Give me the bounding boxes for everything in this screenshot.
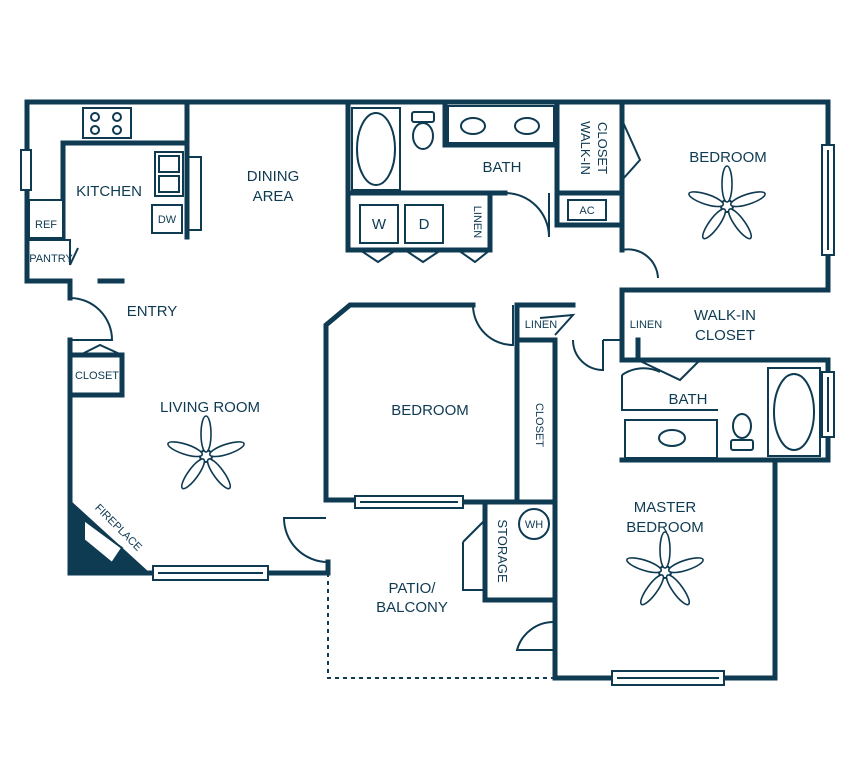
fixtures: [28, 105, 821, 679]
patio-label-line1: PATIO/: [389, 580, 437, 597]
master-bath-label: BATH: [669, 391, 708, 408]
washer-label: W: [372, 216, 387, 233]
ceiling-fan-icon: [688, 165, 766, 240]
doors: [69, 119, 718, 651]
center-closet-label: CLOSET: [533, 403, 545, 447]
entry-closet-label: CLOSET: [75, 370, 119, 382]
dryer-label: D: [419, 216, 430, 233]
ref-label: REF: [35, 219, 57, 231]
laundry-linen-label: LINEN: [471, 206, 483, 238]
entry-label: ENTRY: [127, 303, 178, 320]
pantry-label: PANTRY: [29, 253, 73, 265]
bedroom-center-label: BEDROOM: [391, 402, 469, 419]
hall-linen-label: LINEN: [525, 319, 557, 331]
walkin-master-label-line2: CLOSET: [695, 327, 755, 344]
walkin-top-label-line2: CLOSET: [595, 122, 610, 174]
dining-label-line2: AREA: [253, 188, 294, 205]
storage-label: STORAGE: [495, 519, 510, 583]
kitchen-label: KITCHEN: [76, 183, 142, 200]
ac-label: AC: [579, 205, 594, 217]
walkin-master-label-line1: WALK-IN: [694, 307, 756, 324]
top-bath-label: BATH: [483, 159, 522, 176]
ceiling-fan-icon: [626, 531, 704, 606]
patio-label-line2: BALCONY: [376, 599, 448, 616]
master-bedroom-label-line1: MASTER: [634, 499, 697, 516]
dishwasher-label: DW: [158, 214, 177, 226]
master-linen-label: LINEN: [630, 319, 662, 331]
windows: [20, 144, 835, 686]
water-heater-label: WH: [525, 519, 543, 531]
ceiling-fan-icon: [167, 415, 245, 490]
dining-label-line1: DINING: [247, 168, 300, 185]
master-bedroom-label-line2: BEDROOM: [626, 519, 704, 536]
living-room-label: LIVING ROOM: [160, 399, 260, 416]
bedroom-right-label: BEDROOM: [689, 149, 767, 166]
walkin-top-label-line1: WALK-IN: [578, 121, 593, 175]
